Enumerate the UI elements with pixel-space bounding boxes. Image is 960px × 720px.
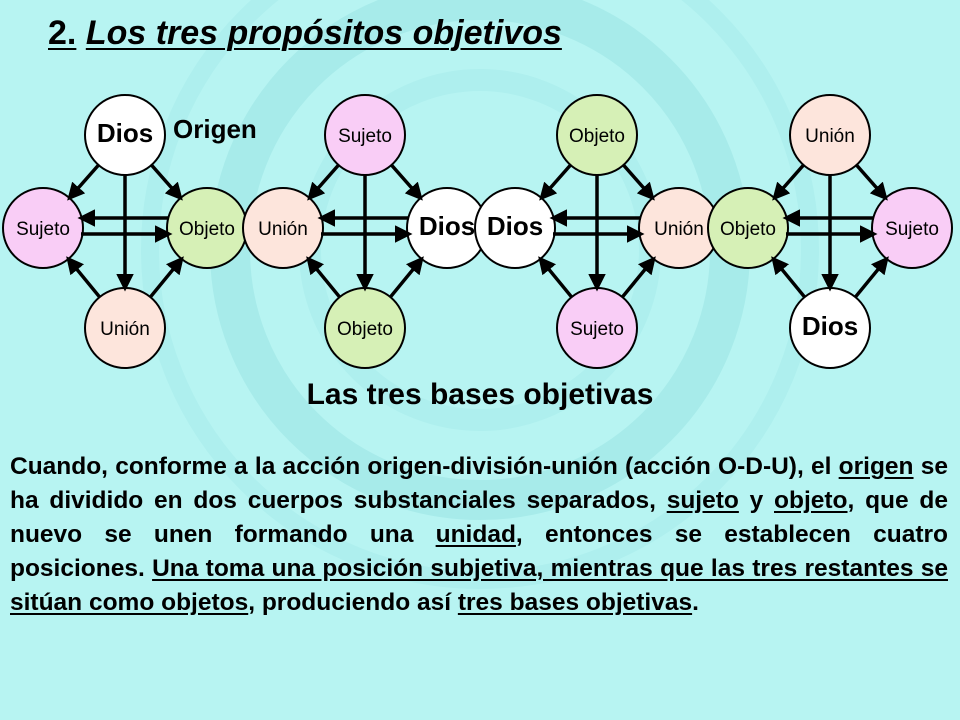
arrow-top-to-left — [307, 163, 340, 201]
node-right-label: Objeto — [179, 219, 235, 240]
para-text-4: , que de nuevo se unen formando una — [10, 487, 948, 548]
para-underline-tres-bases: tres bases objetivas — [457, 589, 693, 616]
para-underline-sujeto: sujeto — [666, 487, 739, 514]
arrow-top-to-left — [67, 163, 100, 201]
node-right-label: Dios — [419, 211, 475, 241]
title-number: 2. — [48, 14, 77, 52]
para-underline-origen: origen — [838, 453, 914, 480]
node-bottom-label: Sujeto — [570, 319, 624, 340]
origen-label: Origen — [173, 114, 257, 144]
para-underline-unidad: unidad — [435, 521, 516, 548]
node-bottom-label: Dios — [802, 311, 858, 341]
arrow-bottom-to-right — [621, 256, 656, 299]
para-text-3: y — [738, 487, 775, 514]
para-underline-posicion: Una toma una posición subjetiva, mientra… — [10, 555, 948, 616]
node-left-label: Unión — [258, 219, 308, 240]
node-top-label: Objeto — [569, 126, 625, 147]
arrow-bottom-to-right — [389, 256, 424, 299]
node-top-label: Sujeto — [338, 126, 392, 147]
para-text-1: Cuando, conforme a la acción origen-divi… — [10, 453, 839, 480]
arrow-top-to-left — [772, 163, 805, 201]
para-text-7: . — [692, 589, 699, 616]
body-paragraph: Cuando, conforme a la acción origen-divi… — [10, 450, 948, 620]
arrow-top-to-right — [390, 163, 423, 201]
para-text-2: se ha dividido en dos cuerpos substancia… — [10, 453, 949, 514]
para-text-5: , entonces se establecen cuatro posicion… — [10, 521, 949, 582]
node-left-circle — [707, 187, 789, 269]
arrow-top-to-right — [855, 163, 888, 201]
node-left-label: Objeto — [720, 219, 776, 240]
arrow-bottom-to-left — [538, 256, 573, 299]
para-underline-objeto: objeto — [774, 487, 848, 514]
node-left-circle — [242, 187, 324, 269]
arrow-bottom-to-left — [66, 256, 101, 299]
diagram-caption: Las tres bases objetivas — [306, 378, 654, 411]
node-left-circle — [474, 187, 556, 269]
arrow-bottom-to-right — [149, 256, 184, 299]
node-top-label: Unión — [805, 126, 855, 147]
arrow-top-to-right — [150, 163, 183, 201]
arrow-bottom-to-left — [771, 256, 806, 299]
arrow-bottom-to-left — [306, 256, 341, 299]
node-left-circle — [2, 187, 84, 269]
node-right-label: Unión — [654, 219, 704, 240]
node-right-label: Sujeto — [885, 219, 939, 240]
node-bottom-label: Unión — [100, 319, 150, 340]
arrow-bottom-to-right — [854, 256, 889, 299]
arrow-top-to-left — [539, 163, 572, 201]
node-top-label: Dios — [97, 118, 153, 148]
arrow-top-to-right — [622, 163, 655, 201]
node-left-label: Sujeto — [16, 219, 70, 240]
para-text-6: , produciendo así — [248, 589, 458, 616]
page-title: 2. Los tres propósitos objetivos — [48, 14, 562, 53]
node-left-label: Dios — [487, 211, 543, 241]
node-bottom-label: Objeto — [337, 319, 393, 340]
title-text: Los tres propósitos objetivos — [85, 14, 562, 52]
